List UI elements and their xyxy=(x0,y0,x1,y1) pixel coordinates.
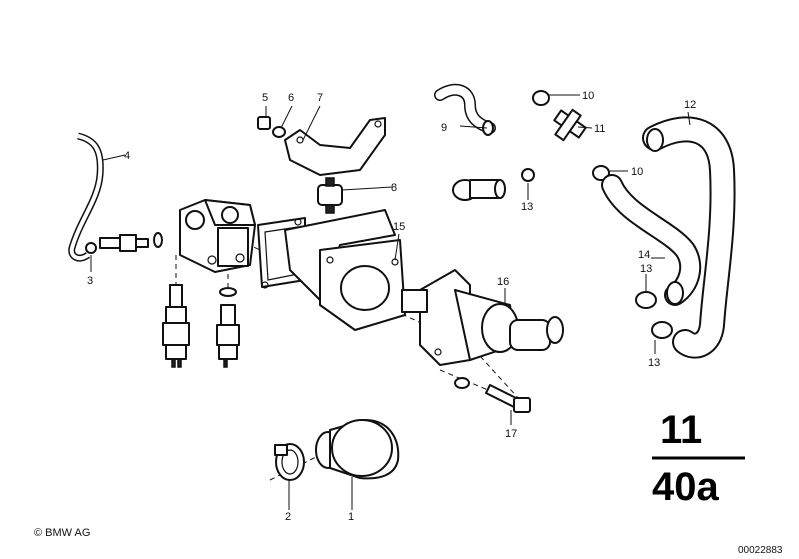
washer-small xyxy=(272,126,286,138)
callout-10b: 10 xyxy=(631,166,643,178)
copyright-text: © BMW AG xyxy=(34,527,90,539)
callout-15: 15 xyxy=(393,221,405,233)
elbow-fitting xyxy=(452,168,535,201)
auxiliary-air-valve xyxy=(401,269,564,366)
rubber-mount xyxy=(317,177,343,214)
callout-13b: 13 xyxy=(640,263,652,275)
large-hose xyxy=(642,116,736,359)
callout-9: 9 xyxy=(441,122,447,134)
callout-6: 6 xyxy=(288,92,294,104)
callout-11: 11 xyxy=(594,123,605,135)
hex-bolt xyxy=(454,377,531,413)
flange-plate xyxy=(284,209,406,331)
document-id: 00022883 xyxy=(738,545,783,556)
temperature-sensor-left xyxy=(162,284,190,368)
callout-13a: 13 xyxy=(521,201,533,213)
callout-7: 7 xyxy=(317,92,323,104)
valve-housing xyxy=(179,199,256,273)
callout-16: 16 xyxy=(497,276,509,288)
callout-10a: 10 xyxy=(582,90,594,102)
callout-12: 12 xyxy=(684,99,696,111)
hose-clip-pair xyxy=(635,291,673,339)
leader-lines xyxy=(90,94,691,510)
pipe-fitting xyxy=(99,232,163,252)
valve-cap xyxy=(315,419,400,480)
group-number: 11 xyxy=(660,408,702,452)
connecting-hose xyxy=(601,174,702,306)
hose-clip-lower xyxy=(592,165,610,181)
mounting-bracket xyxy=(284,117,386,176)
thin-hose xyxy=(68,132,104,262)
callout-8: 8 xyxy=(391,182,397,194)
callout-1: 1 xyxy=(348,511,354,523)
callout-14: 14 xyxy=(638,249,650,261)
tee-connector xyxy=(553,108,587,142)
subgroup-number: 40a xyxy=(652,465,719,509)
callout-13c: 13 xyxy=(648,357,660,369)
hose-clamp xyxy=(274,443,305,481)
callout-4: 4 xyxy=(124,150,130,162)
callout-2: 2 xyxy=(285,511,291,523)
short-hose xyxy=(434,83,496,136)
bolt-small xyxy=(257,116,271,130)
callout-3: 3 xyxy=(87,275,93,287)
hose-clip xyxy=(85,242,97,254)
callout-5: 5 xyxy=(262,92,268,104)
hose-clip-upper xyxy=(532,90,550,106)
temperature-sensor-right xyxy=(216,287,240,368)
callout-17: 17 xyxy=(505,428,517,440)
